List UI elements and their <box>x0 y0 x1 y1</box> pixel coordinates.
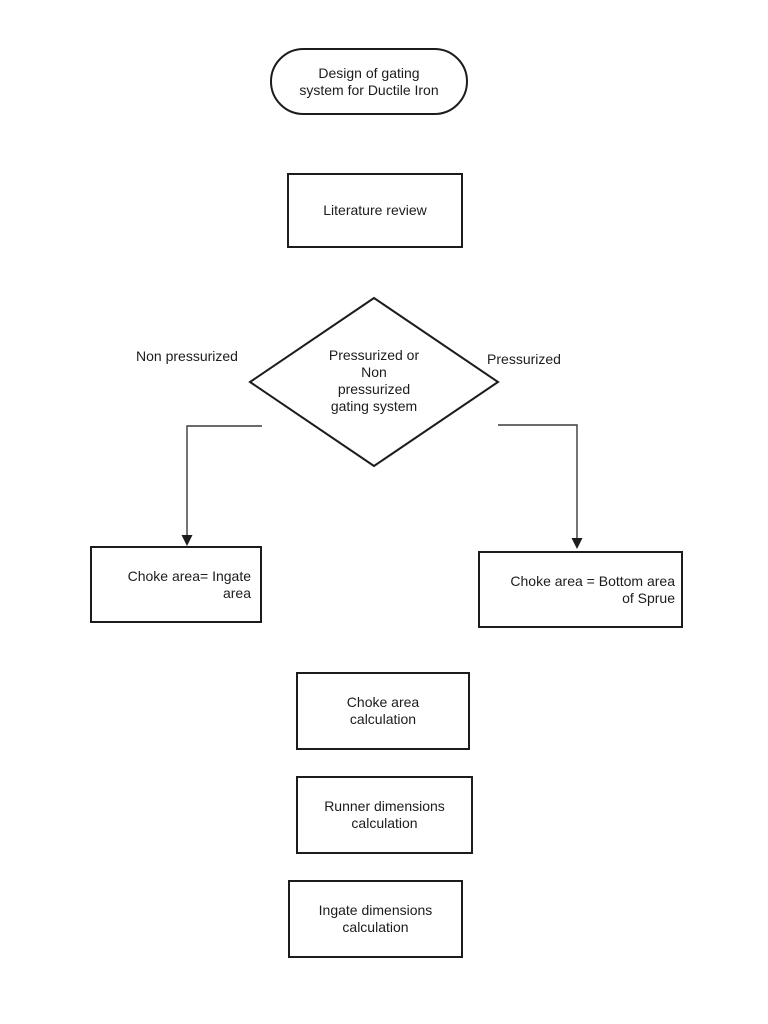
connector-left-branch <box>186 425 262 537</box>
branch-label-pressurized: Pressurized <box>487 351 561 367</box>
arrowhead-left-icon <box>181 535 193 546</box>
start-node: Design of gating system for Ductile Iron <box>270 48 468 115</box>
ingate-dimensions-calculation-node: Ingate dimensions calculation <box>288 880 463 958</box>
decision-diamond-shape <box>248 296 500 468</box>
choke-area-ingate-node: Choke area= Ingate area <box>90 546 262 623</box>
choke-area-calculation-node: Choke area calculation <box>296 672 470 750</box>
runner-dimensions-calculation-node: Runner dimensions calculation <box>296 776 473 854</box>
choke-area-sprue-node: Choke area = Bottom area of Sprue <box>478 551 683 628</box>
decision-node-label: Pressurized or Non pressurized gating sy… <box>328 347 420 414</box>
connector-right-branch <box>498 424 578 540</box>
branch-label-non-pressurized: Non pressurized <box>136 348 238 364</box>
arrowhead-right-icon <box>571 538 583 549</box>
literature-review-node: Literature review <box>287 173 463 248</box>
